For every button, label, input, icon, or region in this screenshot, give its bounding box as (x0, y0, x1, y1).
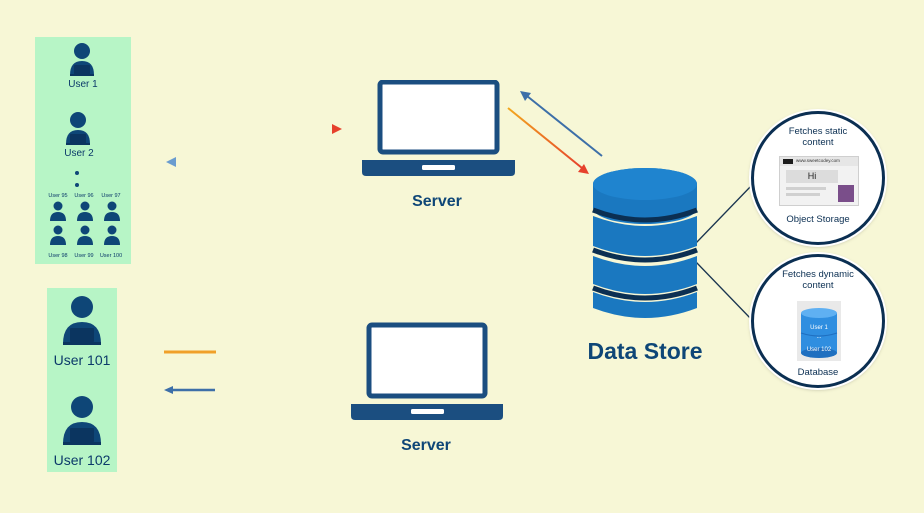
connector-line (695, 261, 753, 321)
user-label: User 2 (64, 148, 94, 159)
server-label: Server (412, 193, 462, 210)
site-logo-icon (783, 159, 793, 164)
db-row-ellipsis: ... (816, 334, 822, 340)
database-callout: Fetches dynamic content User 1 ... User … (751, 254, 885, 388)
database-label: Database (797, 367, 839, 378)
greeting-text: Hi (807, 171, 817, 181)
object-storage-callout: Fetches static content www.sweetcodey.co… (751, 111, 885, 245)
user-icon (63, 396, 101, 445)
user-group-panel-2: User 101 User 102 (47, 288, 117, 472)
server-label: Server (401, 437, 451, 454)
user-label: User 101 (53, 352, 111, 368)
laptop-server-icon (351, 322, 503, 420)
greeting-box (786, 170, 838, 183)
db-row-label: User 1 (810, 325, 828, 331)
callout-heading: Fetches dynamic content (782, 269, 854, 292)
user-group-panel-1: User 1 User 2 User 95 User 96 User 97 Us… (35, 37, 131, 264)
ellipsis-dot (75, 183, 79, 187)
user-label: User 100 (99, 253, 123, 259)
response-arrowhead (520, 91, 531, 101)
db-row-label: User 102 (806, 347, 832, 353)
user-label: User 98 (48, 253, 68, 259)
object-storage-label: Object Storage (786, 214, 850, 225)
request-arrowhead (578, 164, 589, 174)
data-store-label: Data Store (587, 338, 703, 364)
image-thumbnail-icon (838, 185, 854, 202)
url-text: www.sweetcodey.com (796, 158, 840, 163)
callout-heading: Fetches static content (788, 126, 848, 149)
user-label: User 95 (48, 193, 68, 199)
response-arrowhead (166, 157, 176, 167)
laptop-server-icon (362, 80, 515, 176)
user-icon (70, 43, 94, 76)
user-label: User 1 (68, 79, 98, 90)
response-arrow (526, 95, 603, 157)
user-icon-grid (50, 201, 120, 245)
connector-line (695, 184, 753, 244)
request-arrowhead (332, 124, 342, 134)
user-label: User 96 (74, 193, 94, 199)
user-label: User 102 (53, 452, 111, 468)
database-cylinder-icon (592, 168, 698, 318)
response-arrowhead (164, 386, 173, 394)
user-icon (63, 296, 101, 345)
user-label: User 97 (101, 193, 121, 199)
request-arrow (507, 107, 583, 169)
user-label: User 99 (74, 253, 94, 259)
user-icon (66, 112, 90, 145)
mini-database-icon (797, 301, 841, 361)
webpage-thumbnail: www.sweetcodey.com Hi (779, 156, 859, 206)
ellipsis-dot (75, 171, 79, 175)
